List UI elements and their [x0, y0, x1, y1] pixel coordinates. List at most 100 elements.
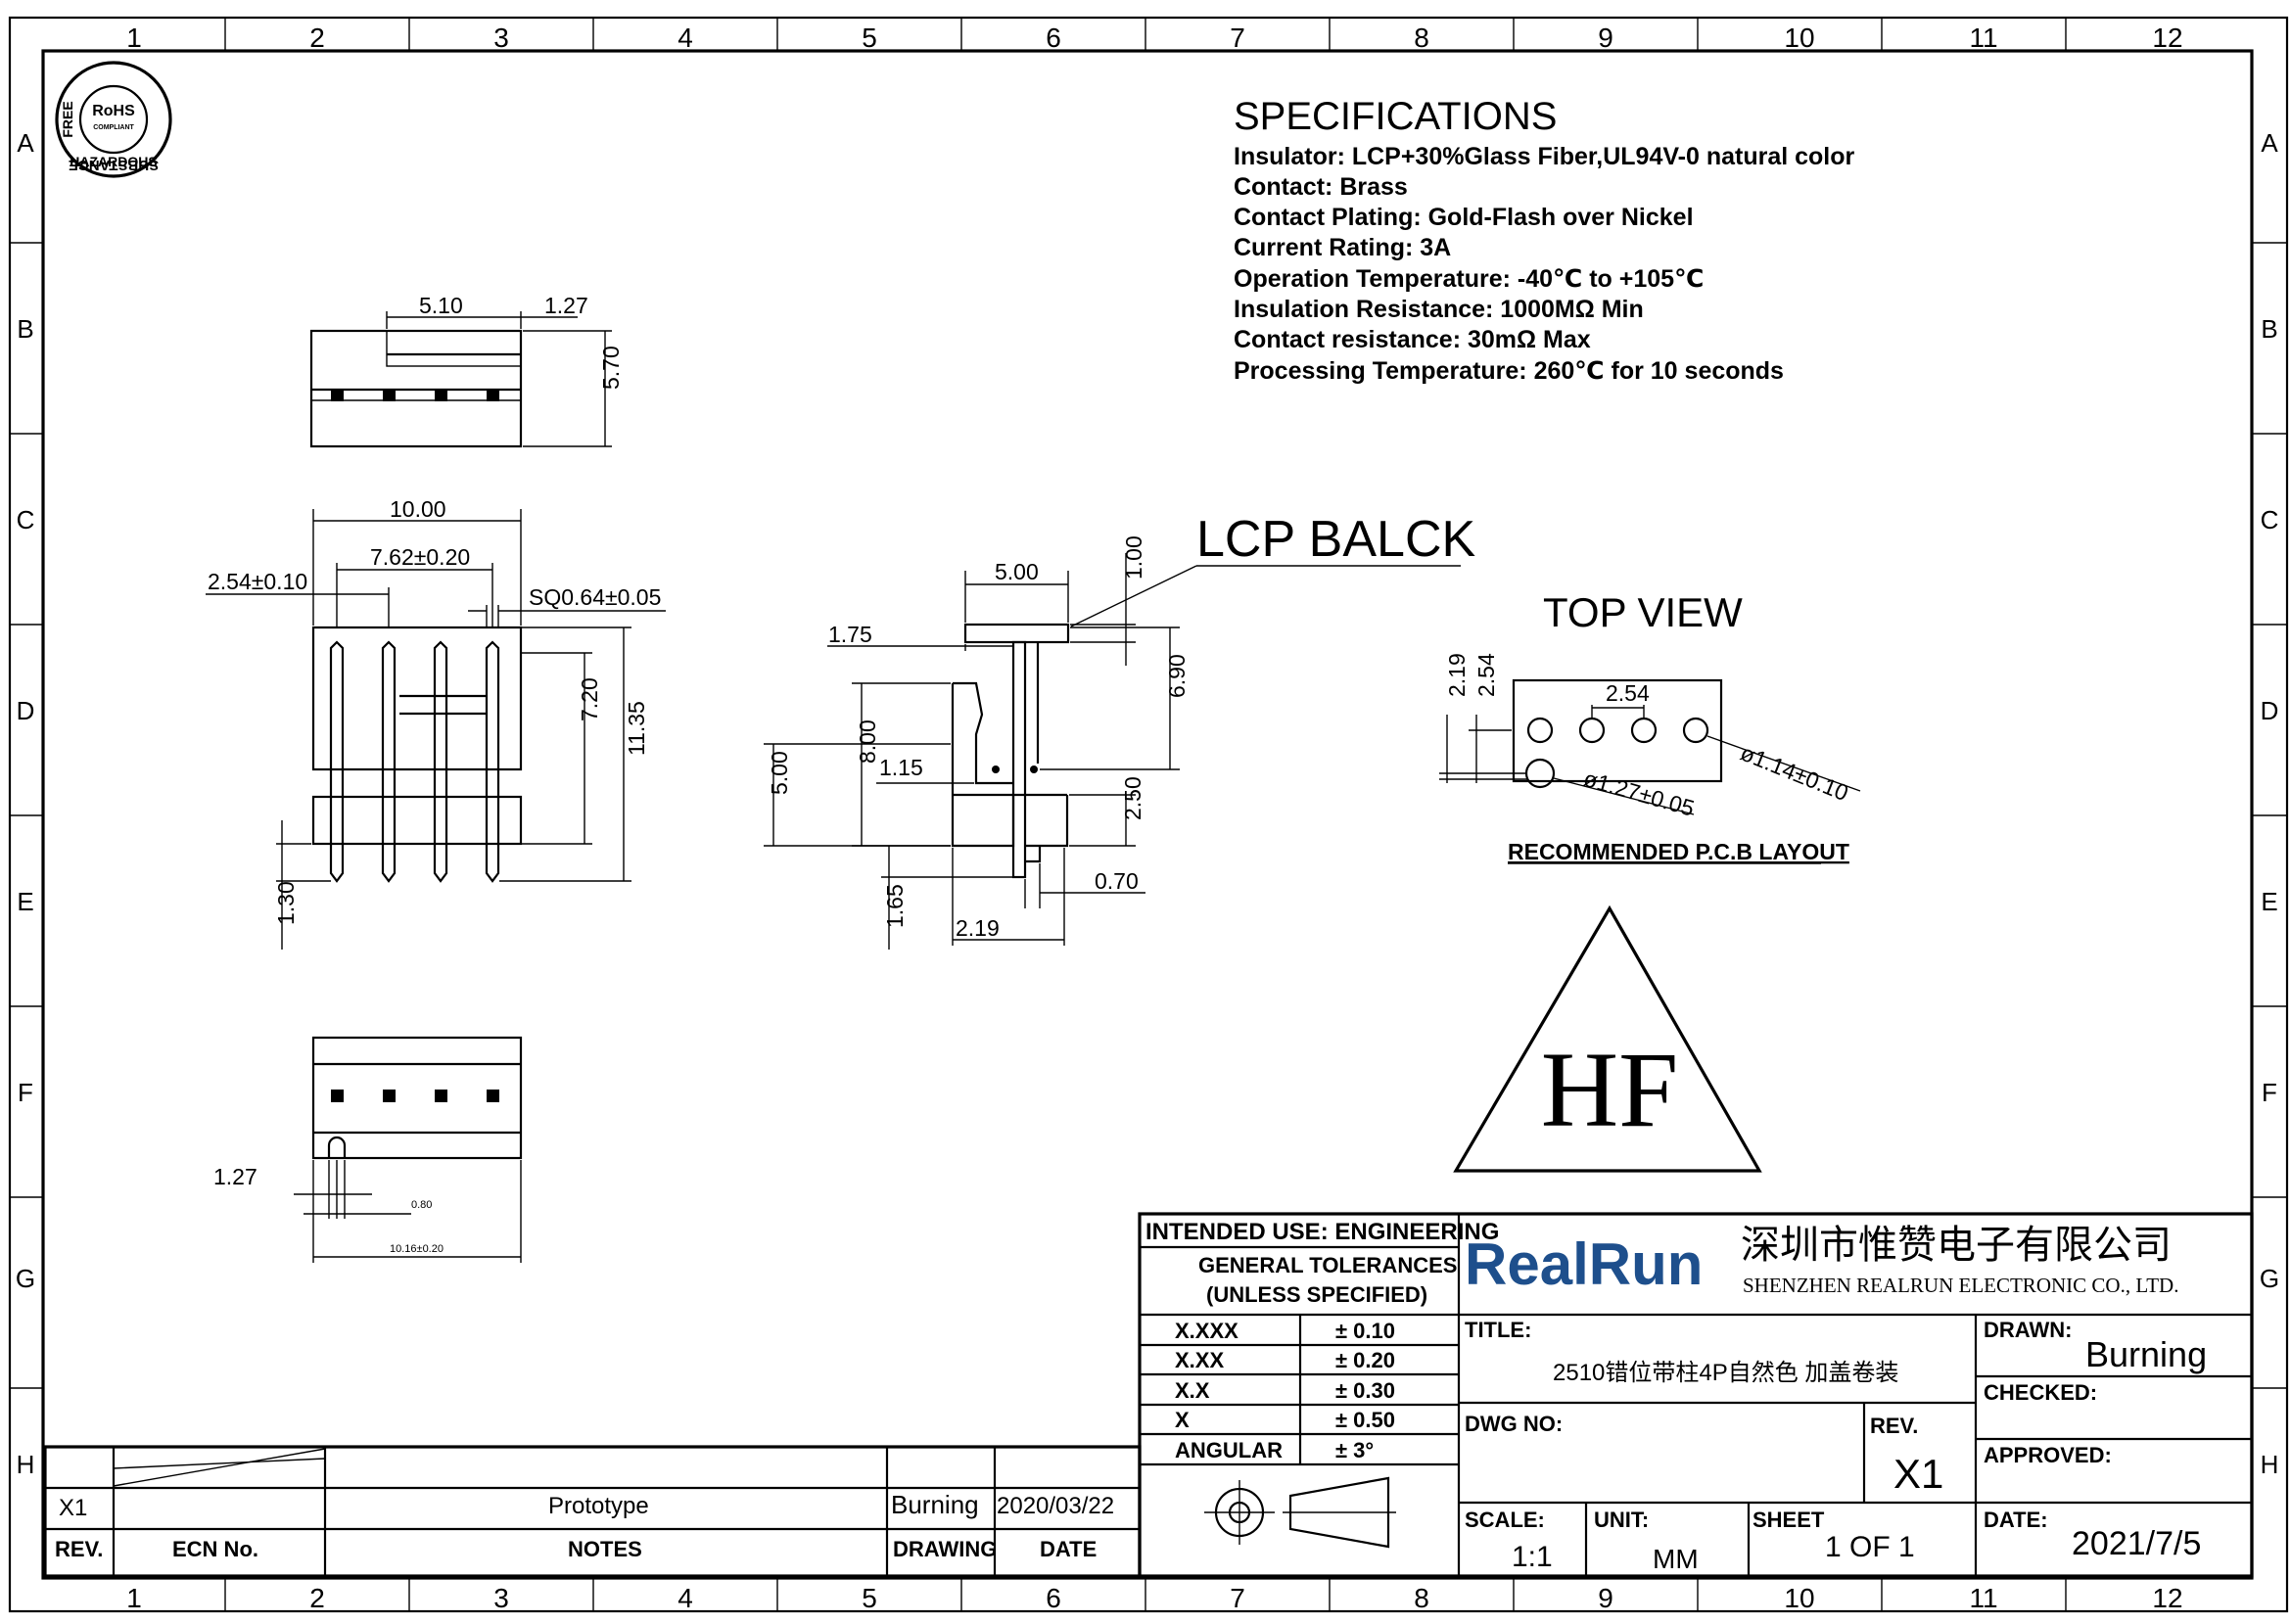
tol-value: ± 0.50 — [1335, 1408, 1395, 1432]
spec-line: Insulation Resistance: 1000MΩ Min — [1234, 296, 1644, 323]
col-label-top: 2 — [309, 23, 325, 53]
dim-label: 0.80 — [411, 1199, 432, 1211]
tol-value: ± 0.10 — [1335, 1319, 1395, 1343]
side-view: 5.00 1.00 1.75 6.90 8.00 1.15 5.00 2.50 … — [764, 511, 1476, 950]
tol-format: ANGULAR — [1175, 1438, 1283, 1462]
rev-header: DATE — [1040, 1537, 1097, 1561]
dim-label: 5.10 — [419, 293, 463, 318]
company-name-en: SHENZHEN REALRUN ELECTRONIC CO., LTD. — [1743, 1274, 2178, 1297]
row-label-right: G — [2260, 1264, 2279, 1293]
col-label-bottom: 5 — [862, 1583, 877, 1613]
dim-label: 2.54 — [1606, 680, 1650, 706]
dim-label: 7.20 — [577, 677, 602, 721]
dim-label: 10.00 — [390, 496, 446, 522]
row-label-left: D — [17, 696, 35, 725]
col-label-top: 10 — [1784, 23, 1814, 53]
unless-specified: (UNLESS SPECIFIED) — [1206, 1282, 1427, 1307]
rev-notes: Prototype — [548, 1493, 649, 1519]
badge-rohs-text: RoHS — [92, 103, 135, 119]
col-label-top: 7 — [1230, 23, 1245, 53]
front-top-view: 5.10 1.27 5.70 — [309, 293, 624, 448]
col-label-top: 3 — [493, 23, 509, 53]
spec-line: Contact resistance: 30mΩ Max — [1234, 326, 1591, 353]
rohs-badge-icon: SUBSTANCE RoHS COMPLIANT FREE HAZARDOUS — [55, 61, 172, 178]
pcb-layout-caption: RECOMMENDED P.C.B LAYOUT — [1508, 839, 1849, 864]
dim-label: 8.00 — [855, 719, 880, 764]
col-label-bottom: 11 — [1969, 1583, 1997, 1613]
sheet-label: SHEET — [1753, 1508, 1825, 1532]
spec-line: Insulator: LCP+30%Glass Fiber,UL94V-0 na… — [1234, 143, 1854, 170]
dwg-no-label: DWG NO: — [1465, 1412, 1563, 1436]
tol-value: ± 3° — [1335, 1438, 1374, 1462]
top-view-title: TOP VIEW — [1543, 589, 1743, 635]
col-label-bottom: 6 — [1046, 1583, 1061, 1613]
third-angle-projection-icon — [1204, 1476, 1396, 1549]
date-value: 2021/7/5 — [2072, 1525, 2201, 1562]
col-label-top: 9 — [1598, 23, 1613, 53]
rev-header: REV. — [55, 1537, 103, 1561]
row-label-right: E — [2261, 887, 2277, 916]
dim-label: 2.50 — [1120, 776, 1145, 820]
dim-label: ø1.14±0.10 — [1737, 740, 1851, 807]
col-label-top: 8 — [1414, 23, 1429, 53]
bottom-view: 1.27 0.80 10.16±0.20 — [213, 1036, 523, 1263]
dim-label: 11.35 — [624, 701, 649, 756]
spec-line: Contact: Brass — [1234, 173, 1408, 201]
row-label-right: A — [2261, 128, 2278, 158]
col-label-bottom: 4 — [678, 1583, 693, 1613]
spec-line: Operation Temperature: -40℃ to +105℃ — [1234, 265, 1704, 293]
pcb-layout-view: TOP VIEW 2.54 2.19 2.54 ø1.14±0.10 ø1.27… — [1439, 589, 1861, 864]
row-label-right: F — [2262, 1078, 2277, 1107]
badge-bottom-text: HAZARDOUS — [70, 154, 157, 169]
dim-label: 1.30 — [273, 881, 299, 925]
brand-logo: RealRun — [1465, 1231, 1703, 1297]
dim-label: 10.16±0.20 — [390, 1243, 444, 1255]
scale-label: SCALE: — [1465, 1508, 1545, 1532]
drawn-label: DRAWN: — [1984, 1318, 2072, 1342]
spec-line: Current Rating: 3A — [1234, 234, 1451, 261]
dim-label: 1.75 — [828, 622, 872, 647]
dim-label: 2.19 — [1444, 653, 1470, 697]
material-label: LCP BALCK — [1196, 511, 1476, 568]
dim-label: 1.15 — [879, 755, 923, 780]
scale-value: 1:1 — [1512, 1541, 1553, 1573]
spec-title: SPECIFICATIONS — [1234, 95, 1557, 138]
col-label-bottom: 8 — [1414, 1583, 1429, 1613]
dim-label: 6.90 — [1164, 654, 1190, 698]
rev-date: 2020/03/22 — [997, 1493, 1114, 1519]
col-label-bottom: 10 — [1784, 1583, 1814, 1613]
date-label: DATE: — [1984, 1508, 2048, 1532]
dim-label: 2.19 — [956, 915, 1000, 941]
col-label-bottom: 2 — [309, 1583, 325, 1613]
badge-left-text: FREE — [60, 101, 75, 137]
checked-label: CHECKED: — [1984, 1380, 2097, 1405]
dim-label: SQ0.64±0.05 — [529, 584, 661, 610]
rev-header: ECN No. — [172, 1537, 258, 1561]
row-label-left: E — [17, 887, 33, 916]
dim-label: 2.54±0.10 — [208, 569, 307, 594]
row-label-right: D — [2261, 696, 2279, 725]
rev-header: DRAWING — [893, 1537, 997, 1561]
rev-drawing: Burning — [891, 1490, 979, 1519]
title-value: 2510错位带柱4P自然色 加盖卷装 — [1553, 1360, 1898, 1386]
approved-label: APPROVED: — [1984, 1443, 2112, 1467]
rev-label: REV. — [1870, 1414, 1918, 1438]
hf-label: HF — [1541, 1030, 1679, 1149]
col-label-bottom: 7 — [1230, 1583, 1245, 1613]
tol-value: ± 0.30 — [1335, 1378, 1395, 1403]
col-label-top: 12 — [2152, 23, 2182, 53]
dim-label: 5.00 — [767, 751, 792, 795]
col-label-bottom: 1 — [126, 1583, 142, 1613]
general-tolerances: GENERAL TOLERANCES — [1198, 1253, 1457, 1277]
company-name-cn: 深圳市惟赞电子有限公司 — [1741, 1223, 2172, 1267]
tol-format: X — [1175, 1408, 1190, 1432]
dim-label: 1.27 — [544, 293, 588, 318]
row-label-left: B — [17, 314, 33, 344]
tol-format: X.X — [1175, 1378, 1210, 1403]
unit-label: UNIT: — [1594, 1508, 1649, 1532]
row-label-right: C — [2261, 505, 2279, 534]
spec-line: Contact Plating: Gold-Flash over Nickel — [1234, 204, 1694, 231]
row-label-right: H — [2261, 1450, 2279, 1479]
col-label-bottom: 3 — [493, 1583, 509, 1613]
